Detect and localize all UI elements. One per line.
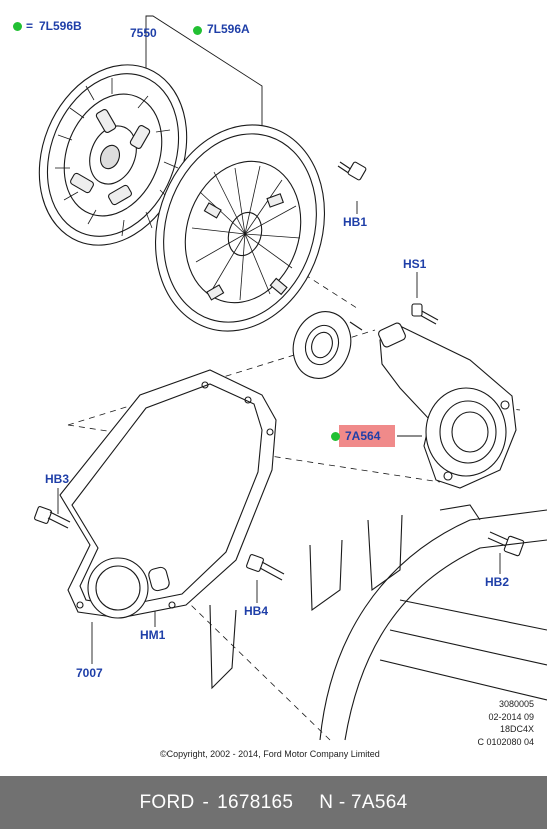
label-hb4: HB4	[244, 604, 269, 618]
label-hm1: HM1	[140, 628, 166, 642]
reference-line-4: C 0102080 04	[477, 736, 534, 747]
label-hb3: HB3	[45, 472, 70, 486]
reference-line-3: 18DC4X	[499, 724, 534, 734]
bolt-hb4	[246, 554, 285, 581]
gasket-plate	[59, 369, 277, 619]
highlight-7a564	[339, 425, 395, 447]
availability-dot-7a564	[331, 432, 340, 441]
reference-line-2: 02-2014 09	[488, 711, 534, 722]
copyright-notice: ©Copyright, 2002 - 2014, Ford Motor Comp…	[160, 749, 380, 759]
label-7a564: 7A564	[345, 429, 381, 443]
release-bearing	[292, 311, 363, 379]
legend-dot	[13, 22, 22, 31]
reference-block: 3080005 02-2014 09 18DC4X C 0102080 04	[477, 698, 534, 748]
label-7550: 7550	[130, 26, 157, 40]
legend-part-number: 7L596B	[39, 19, 82, 33]
exploded-parts-drawing	[34, 15, 547, 741]
footer-code: N - 7A564	[319, 791, 408, 813]
clutch-disc	[38, 64, 188, 246]
reference-line-1: 3080005	[498, 699, 534, 709]
footer-brand: FORD	[139, 791, 195, 813]
pressure-plate	[154, 124, 326, 332]
footer-part-number: 1678165	[217, 791, 294, 813]
footer-bar: FORD - 1678165 N - 7A564	[0, 776, 547, 829]
label-hb1: HB1	[343, 215, 368, 229]
bolt-hb3	[34, 506, 71, 529]
bolt-hb1	[337, 161, 367, 181]
availability-dot-7l596a	[193, 26, 202, 35]
dowel-hm1	[148, 566, 170, 592]
label-hs1: HS1	[403, 257, 427, 271]
legend-marker: =	[26, 19, 34, 33]
label-7007: 7007	[76, 666, 103, 680]
footer-separator: -	[202, 791, 210, 813]
label-hb2: HB2	[485, 575, 510, 589]
slave-cylinder	[378, 322, 517, 489]
transmission-housing	[209, 504, 547, 741]
bolt-hb2	[487, 531, 525, 557]
label-7l596a: 7L596A	[207, 22, 250, 36]
bolt-hs1	[411, 303, 439, 325]
